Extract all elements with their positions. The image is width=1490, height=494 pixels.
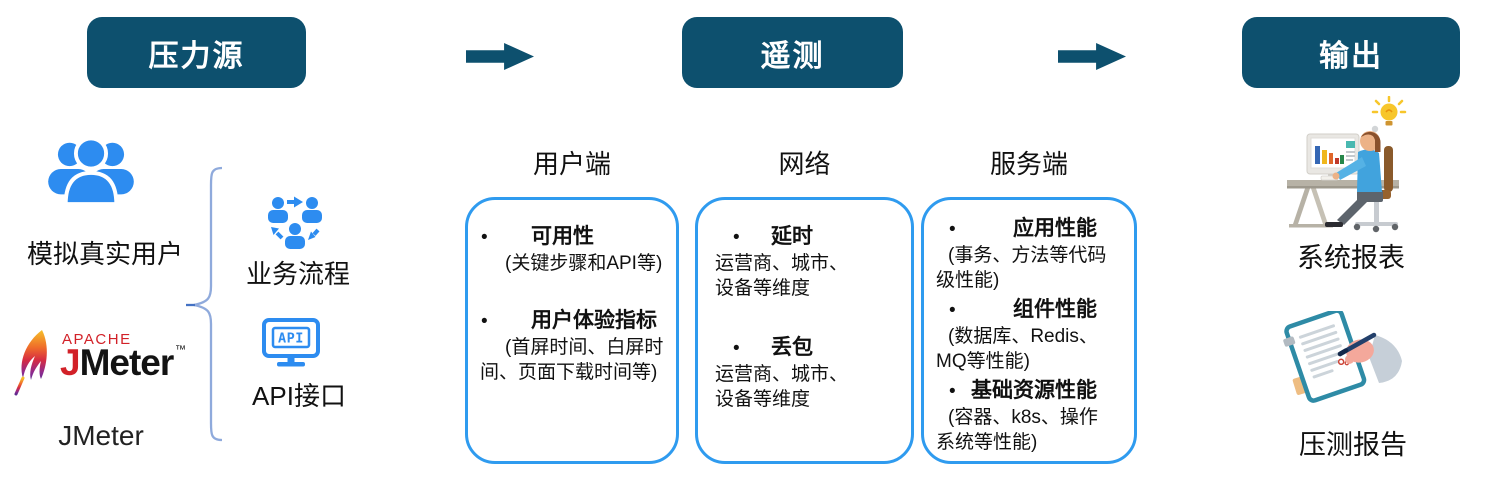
api-monitor-icon: API xyxy=(262,318,320,367)
monitor-with-chart xyxy=(1306,133,1360,178)
column-title-user-side: 用户端 xyxy=(532,149,611,179)
metric-name: 延时 xyxy=(771,225,813,248)
simulate-real-users-label: 模拟真实用户 xyxy=(26,239,183,269)
workflow-people-icon xyxy=(268,196,322,249)
telemetry-item: • 应用性能 (事务、方法等代码级性能) xyxy=(924,215,1134,293)
metric-desc: (关键步骤和API等) xyxy=(505,252,663,274)
telemetry-item: • 基础资源性能 (容器、k8s、操作系统等性能) xyxy=(924,377,1134,455)
person-at-desk xyxy=(1325,131,1383,227)
metric-desc: (容器、k8s、操作系统等性能) xyxy=(936,407,1098,454)
panel-server-side: • 应用性能 (事务、方法等代码级性能) • 组件性能 (数据库、Redis、MQ等… xyxy=(921,197,1137,464)
api-interface-label: API接口 xyxy=(252,381,346,411)
metric-name: 基础资源性能 xyxy=(971,379,1097,403)
business-flow-label: 业务流程 xyxy=(245,259,350,289)
test-report-illustration xyxy=(1283,311,1402,403)
bullet-dot: • xyxy=(949,381,956,403)
panel-network: • 延时 运营商、城市、设备等维度 • 丢包 运营商、城市、设备等维度 xyxy=(695,197,914,464)
telemetry-item: • 可用性 (关键步骤和API等) xyxy=(468,223,676,276)
telemetry-item: • 组件性能 (数据库、Redis、MQ等性能) xyxy=(924,296,1134,374)
metric-name: 丢包 xyxy=(771,336,813,360)
stage-box-output: 输出 xyxy=(1242,17,1460,88)
metric-name: 可用性 xyxy=(531,225,594,248)
bullet-dot: • xyxy=(949,300,956,322)
sleeve xyxy=(1369,335,1402,383)
jmeter-caption-label: JMeter xyxy=(58,420,144,451)
metric-name: 组件性能 xyxy=(1013,298,1097,322)
stress-test-report-label: 压测报告 xyxy=(1299,430,1407,460)
bullet-dot: • xyxy=(949,219,956,240)
desk xyxy=(1287,175,1399,228)
apache-feather-icon xyxy=(14,330,47,396)
telemetry-item: • 延时 运营商、城市、设备等维度 xyxy=(698,223,911,301)
metric-desc: 运营商、城市、设备等维度 xyxy=(715,252,849,299)
apache-text: APACHE xyxy=(62,331,132,348)
metric-name: 应用性能 xyxy=(1013,217,1097,240)
system-report-illustration xyxy=(1287,96,1407,233)
system-report-label: 系统报表 xyxy=(1297,243,1405,273)
flow-arrow-icon xyxy=(466,43,534,70)
column-title-server-side: 服务端 xyxy=(989,149,1068,179)
metric-desc: (数据库、Redis、MQ等性能) xyxy=(936,325,1098,373)
flow-arrow-icon xyxy=(1058,43,1126,70)
api-text: API xyxy=(278,331,304,347)
telemetry-item: • 用户体验指标 (首屏时间、白屏时间、页面下载时间等) xyxy=(468,307,676,385)
metric-desc: 运营商、城市、设备等维度 xyxy=(715,363,849,411)
lightbulb-icon xyxy=(1371,96,1407,133)
jmeter-wordmark: JMeter xyxy=(60,342,174,383)
users-group-icon xyxy=(48,136,134,206)
metric-desc: (首屏时间、白屏时间、页面下载时间等) xyxy=(480,336,664,383)
column-title-network: 网络 xyxy=(778,149,831,179)
grouping-brace xyxy=(186,166,223,442)
stage-box-telemetry: 遥测 xyxy=(682,17,903,88)
stage-box-pressure-source: 压力源 xyxy=(87,17,306,88)
bullet-dot: • xyxy=(733,338,740,360)
jmeter-logo: APACHE JMeter ™ xyxy=(14,330,186,396)
panel-user-side: • 可用性 (关键步骤和API等) • 用户体验指标 (首屏时间、白屏时间、页面下载… xyxy=(465,197,679,464)
trademark-symbol: ™ xyxy=(175,344,186,356)
metric-name: 用户体验指标 xyxy=(531,308,657,332)
bullet-dot: • xyxy=(733,227,740,248)
bullet-dot: • xyxy=(481,310,488,332)
telemetry-item: • 丢包 运营商、城市、设备等维度 xyxy=(698,334,911,412)
metric-desc: (事务、方法等代码级性能) xyxy=(936,244,1107,291)
bullet-dot: • xyxy=(481,227,488,248)
